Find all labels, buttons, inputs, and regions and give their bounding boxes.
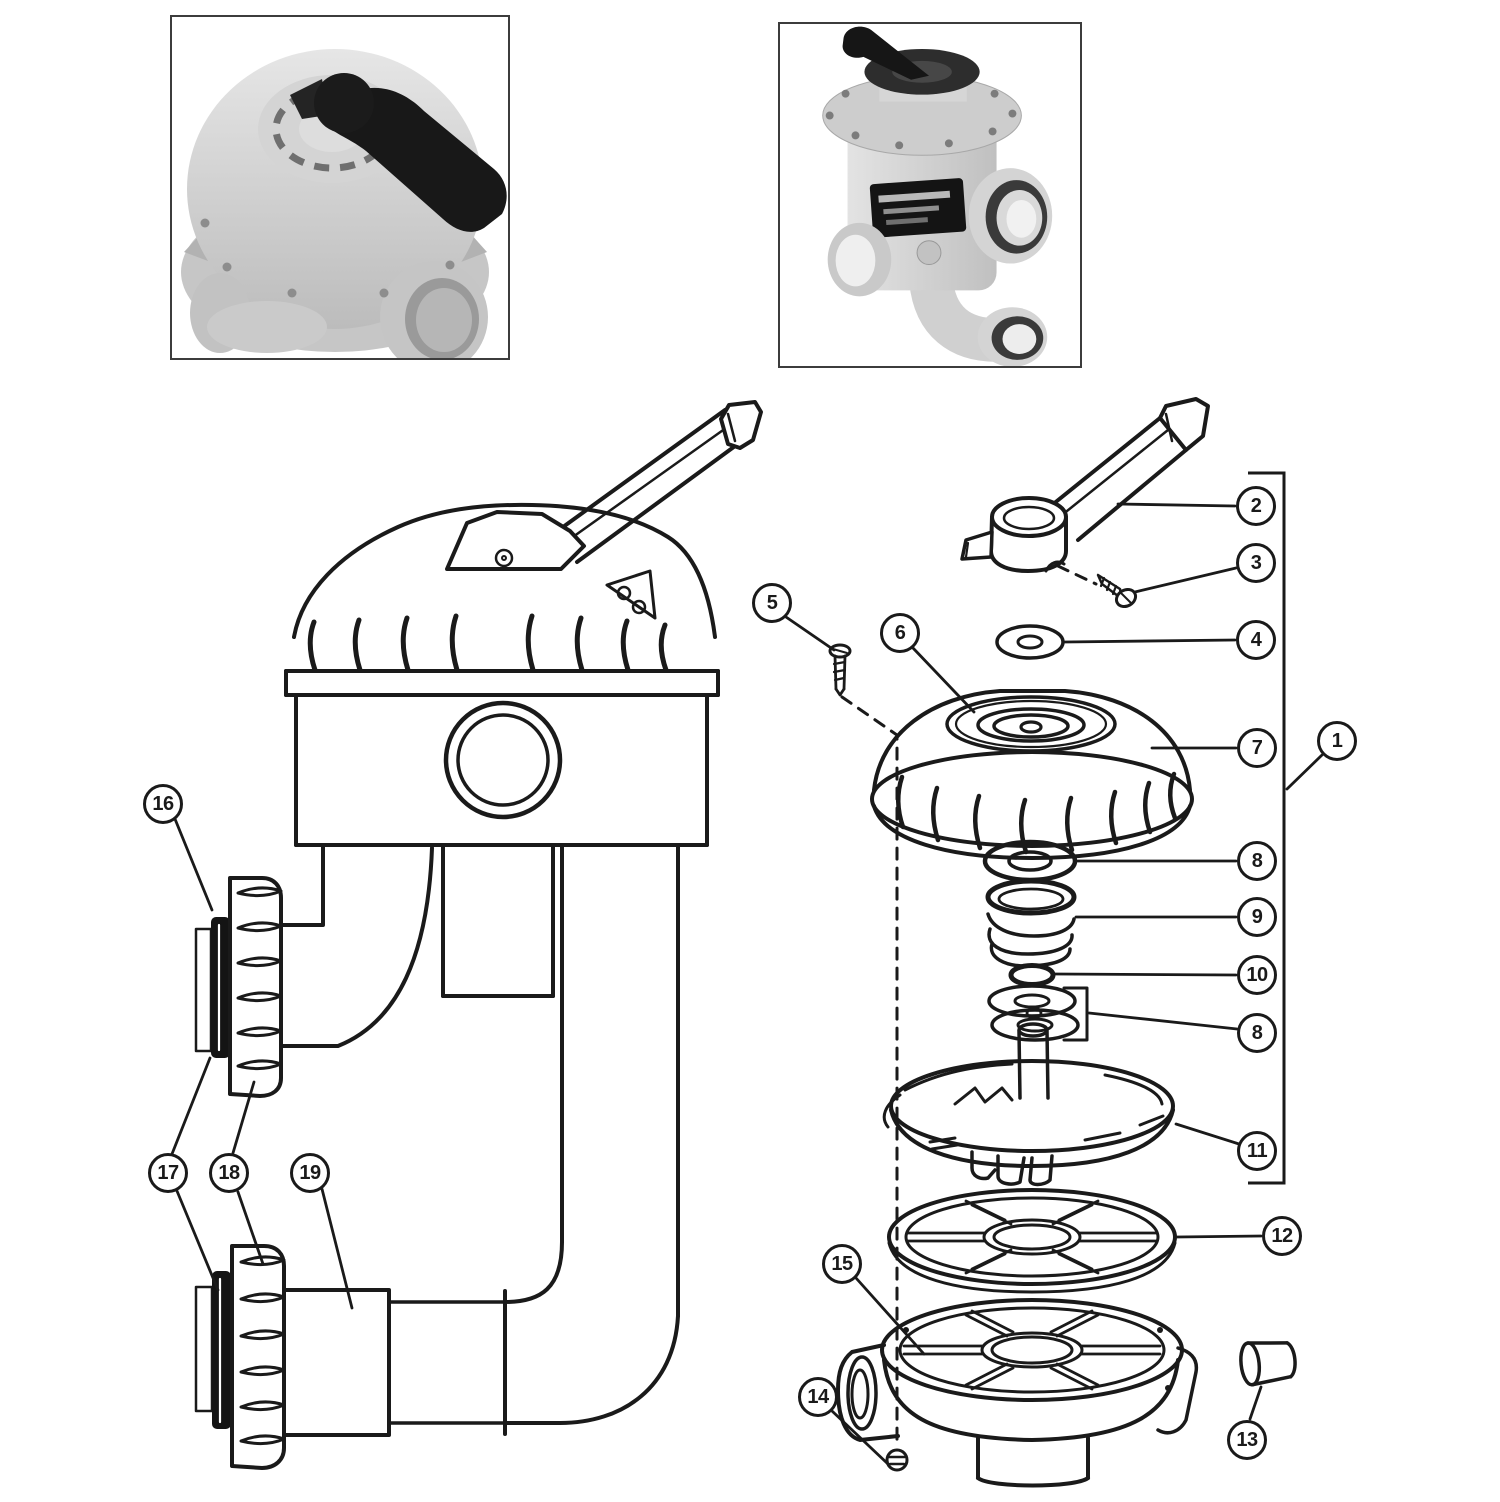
callout-17: 17 [148,1153,188,1193]
handle-screw-dashed-line [1056,564,1098,586]
callout-label: 18 [218,1161,240,1184]
callout-label: 5 [766,591,778,614]
lid-screw-drawing [828,643,852,697]
callout-5: 5 [752,583,792,623]
callout-label: 1 [1331,729,1343,752]
callout-19: 19 [290,1153,330,1193]
callout-label: 11 [1246,1139,1268,1162]
callout-13: 13 [1227,1420,1267,1460]
callout-8: 8 [1237,1013,1277,1053]
callout-18: 18 [209,1153,249,1193]
callout-14: 14 [798,1377,838,1417]
callout-3: 3 [1236,543,1276,583]
callout-label: 19 [299,1161,321,1184]
top-mount-valve-photo [170,15,510,360]
washer-8-lower-drawing [987,984,1089,1042]
centerline-dashed [840,564,1098,1448]
assembled-handle-drawing [445,400,763,571]
callout-label: 16 [152,792,174,815]
exploded-handle-drawing [960,397,1210,573]
callout-label: 14 [807,1385,829,1408]
valve-handle-photo [322,87,507,232]
leader-lines [170,502,1324,1466]
callout-10: 10 [1237,955,1277,995]
lower-union-photo [977,307,1048,366]
assembled-body-drawing [294,693,709,847]
callout-label: 8 [1251,849,1263,872]
callout-11: 11 [1237,1131,1277,1171]
callout-2: 2 [1236,486,1276,526]
lid-spider-detail [945,695,1117,753]
upper-union-drawing [194,876,283,1098]
exploded-view-drawing [828,397,1297,1488]
pipe-adapter-drawing [282,1288,391,1437]
top-mount-valve-photo-image [181,49,507,358]
callout-label: 9 [1251,905,1263,928]
callout-label: 3 [1250,551,1262,574]
handle-washer-drawing [995,624,1065,660]
callout-1: 1 [1317,721,1357,761]
side-mount-valve-photo [778,22,1082,368]
oring-drawing [1008,963,1056,987]
callout-label: 13 [1236,1428,1258,1451]
callout-label: 4 [1250,628,1262,651]
standpipe-elbow-drawing [387,843,680,1436]
upper-stub-pipe-inner [279,846,434,1048]
callout-label: 7 [1251,736,1263,759]
drain-plug-drawing [885,1448,909,1472]
callout-12: 12 [1262,1216,1302,1256]
callout-8: 8 [1237,841,1277,881]
callout-6: 6 [880,613,920,653]
callout-15: 15 [822,1244,862,1284]
lower-union-drawing [194,1244,286,1470]
valve-handle-photo [842,26,930,80]
upper-union-photo [968,168,1053,264]
callout-7: 7 [1237,728,1277,768]
callout-16: 16 [143,784,183,824]
callout-4: 4 [1236,620,1276,660]
valve-body-drawing [836,1298,1199,1488]
callout-label: 17 [157,1161,179,1184]
assembled-lid-drawing [284,502,720,697]
group-bracket [1248,471,1286,1185]
callout-label: 12 [1271,1224,1293,1247]
washer-stack-bracket [1062,986,1089,1042]
spider-gasket-drawing [887,1188,1177,1294]
upper-stub-pipe [279,843,325,927]
plug-drawing [1239,1341,1297,1387]
assembled-valve-drawing [194,400,763,1470]
callout-label: 15 [831,1252,853,1275]
valve-label [869,178,967,238]
handle-screw-drawing [1096,573,1138,609]
rotor-drawing [882,1022,1175,1187]
callout-label: 6 [894,621,906,644]
spring-drawing [985,878,1077,968]
lid-drawing [870,689,1194,860]
callout-label: 8 [1251,1021,1263,1044]
callout-label: 2 [1250,494,1262,517]
side-mount-valve-photo-image [822,26,1053,366]
center-inlet-tube [441,843,555,998]
callout-9: 9 [1237,897,1277,937]
callout-label: 10 [1246,963,1268,986]
